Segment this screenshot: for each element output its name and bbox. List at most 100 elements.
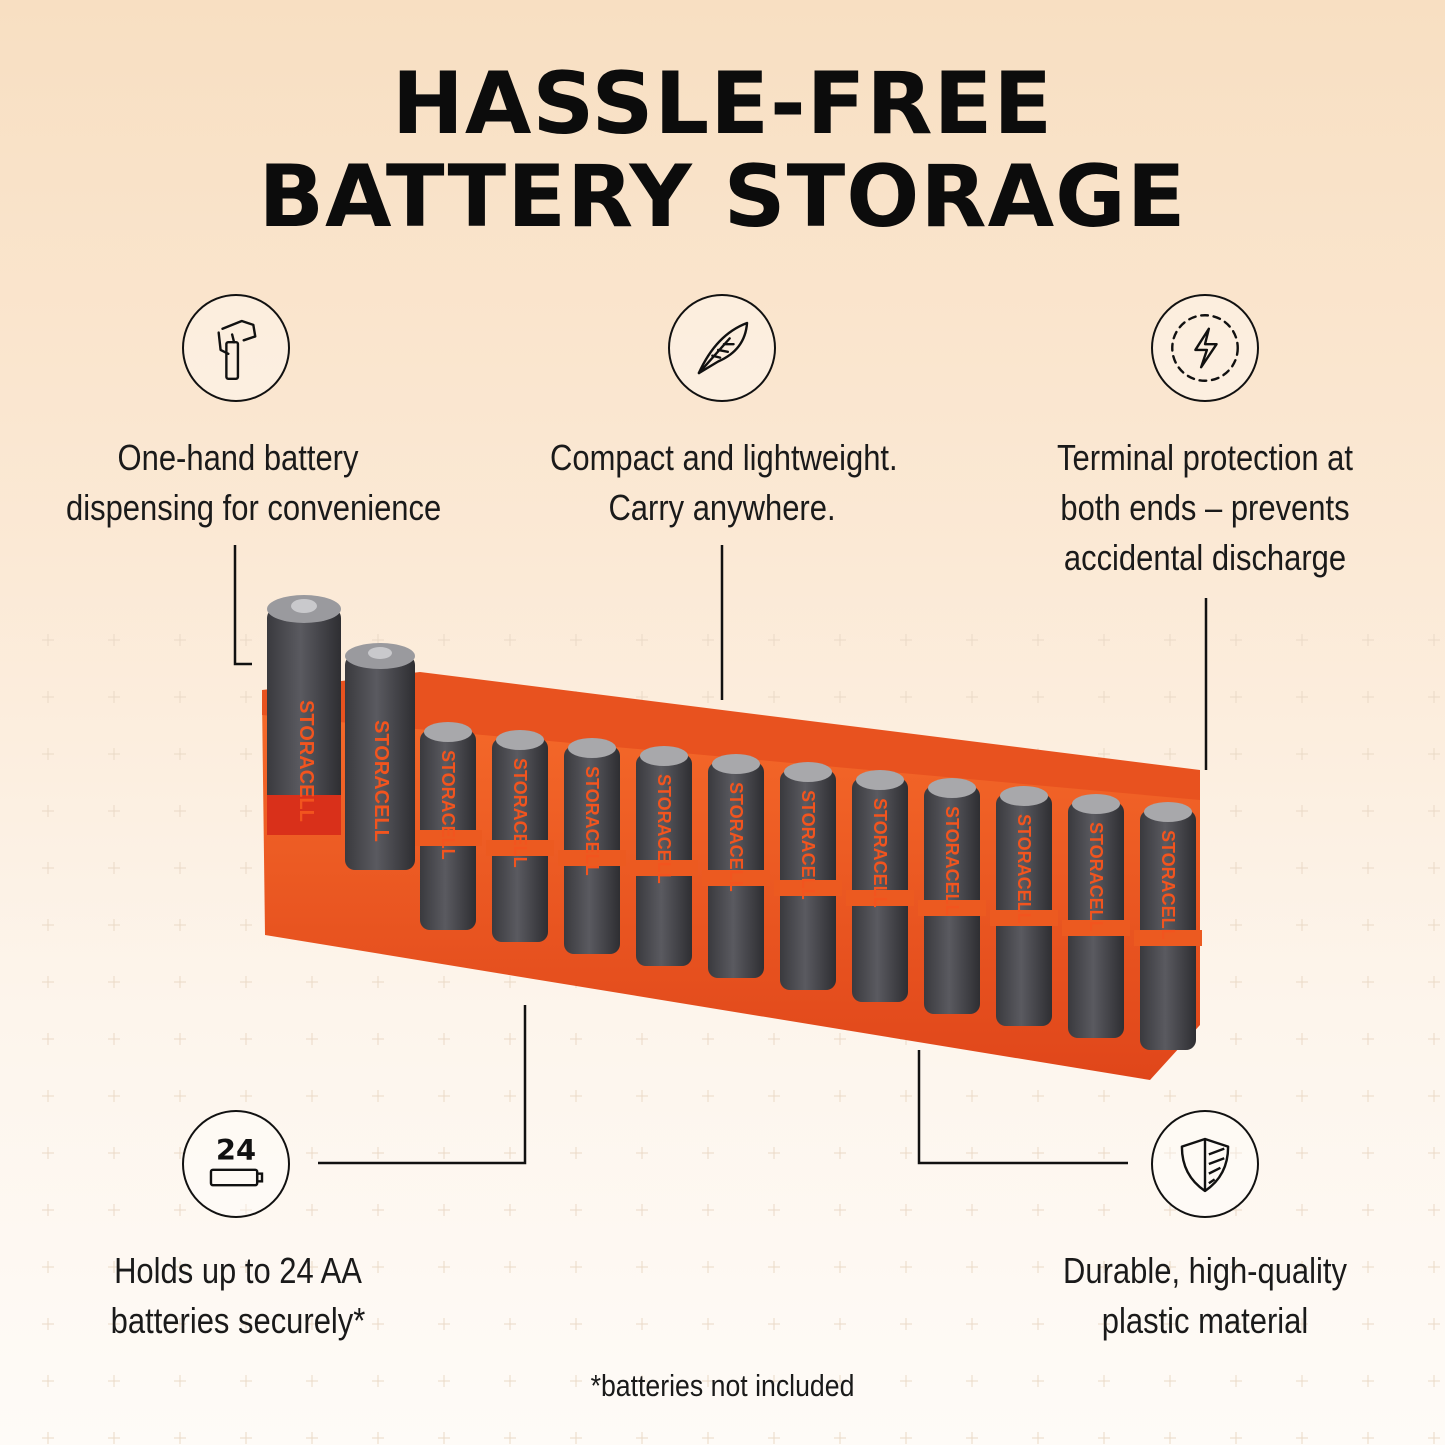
lightning-shield-icon [1151,294,1259,402]
plus-mark [900,1204,912,1216]
plus-mark [1428,748,1440,760]
plus-mark [306,1147,318,1159]
plus-mark [900,1147,912,1159]
plus-mark [1164,691,1176,703]
plus-mark [1296,1204,1308,1216]
plus-mark [240,1090,252,1102]
plus-mark [42,976,54,988]
plus-mark [174,1204,186,1216]
plus-mark [1098,1432,1110,1444]
plus-mark [108,1318,120,1330]
plus-mark [570,1090,582,1102]
plus-mark [1230,1432,1242,1444]
plus-mark [1164,1204,1176,1216]
plus-mark [768,1318,780,1330]
battery-brand-label: STORACELL [798,790,818,900]
plus-mark [306,1375,318,1387]
plus-mark [570,1147,582,1159]
battery-brand-label: STORACELL [1014,814,1034,924]
plus-mark [504,1204,516,1216]
plus-mark [636,1318,648,1330]
battery-brand-label: STORACELL [438,750,458,860]
plus-mark [1230,1090,1242,1102]
plus-mark [834,1090,846,1102]
plus-mark [1428,1318,1440,1330]
plus-mark [1296,1090,1308,1102]
plus-mark [1428,1375,1440,1387]
battery-brand-label: STORACELL [942,806,962,916]
plus-mark [1164,748,1176,760]
holder-battery-cell: STORACELL [774,762,842,990]
plus-mark [504,1033,516,1045]
holder-battery-cell: STORACELL [990,786,1058,1026]
plus-mark [372,1261,384,1273]
plus-mark [240,1033,252,1045]
plus-mark [1296,805,1308,817]
plus-mark [174,1090,186,1102]
plus-mark [1296,976,1308,988]
plus-mark [1230,976,1242,988]
plus-mark [1164,634,1176,646]
plus-mark [636,1261,648,1273]
plus-mark [42,862,54,874]
plus-mark [570,1432,582,1444]
battery-brand-label: STORACELL [726,782,746,892]
plus-mark [570,1261,582,1273]
plus-mark [1032,1090,1044,1102]
plus-mark [1362,1261,1374,1273]
plus-mark [834,1204,846,1216]
plus-mark [1296,748,1308,760]
plus-mark [1098,1147,1110,1159]
plus-mark [174,919,186,931]
holder-back-rim [262,672,1200,800]
plus-mark [108,1204,120,1216]
plus-mark [240,691,252,703]
plus-mark [1428,1261,1440,1273]
plus-mark [240,1318,252,1330]
plus-mark [702,1375,714,1387]
plus-mark [768,1147,780,1159]
plus-mark [504,1375,516,1387]
plus-mark [768,1261,780,1273]
plus-mark [174,691,186,703]
plus-mark [504,1147,516,1159]
plus-mark [570,1033,582,1045]
plus-mark [702,691,714,703]
plus-mark [42,1090,54,1102]
loose-battery-1: STORACELL [267,595,341,835]
holder-battery-cell: STORACELL [630,746,698,966]
plus-mark [504,1432,516,1444]
plus-mark [438,1147,450,1159]
shield-icon [1151,1110,1259,1218]
plus-mark [834,1375,846,1387]
plus-mark [636,634,648,646]
plus-mark [636,1090,648,1102]
plus-mark [636,1432,648,1444]
plus-mark [504,1090,516,1102]
plus-mark [768,1375,780,1387]
plus-mark [42,1375,54,1387]
plus-mark [1164,1318,1176,1330]
plus-mark [1296,1261,1308,1273]
plus-mark [306,1033,318,1045]
plus-mark [108,748,120,760]
plus-mark [306,1090,318,1102]
battery-brand-label: STORACELL [1086,822,1106,932]
plus-mark [42,1204,54,1216]
plus-mark [1362,976,1374,988]
plus-mark [570,1375,582,1387]
plus-mark [570,634,582,646]
plus-mark [108,1033,120,1045]
plus-mark [42,1261,54,1273]
plus-mark [1230,919,1242,931]
plus-mark [1296,1432,1308,1444]
plus-mark [504,976,516,988]
plus-mark [768,1033,780,1045]
plus-mark [108,634,120,646]
plus-mark [1164,1090,1176,1102]
plus-mark [1098,1204,1110,1216]
plus-mark [372,1318,384,1330]
plus-mark [42,634,54,646]
plus-mark [372,1147,384,1159]
